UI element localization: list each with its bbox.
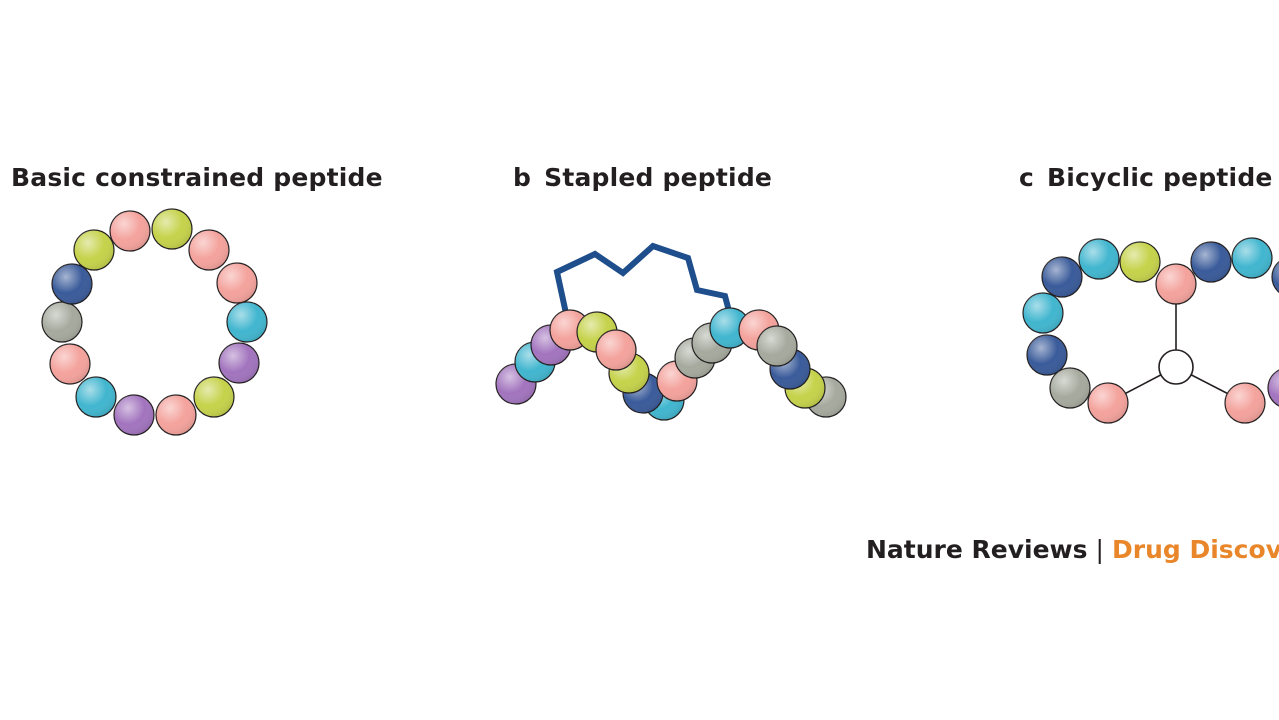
- amino-acid-bead: [1042, 257, 1082, 297]
- journal-name: Drug Discove: [1112, 535, 1279, 564]
- amino-acid-bead: [1050, 368, 1090, 408]
- amino-acid-bead: [74, 230, 114, 270]
- amino-acid-bead: [1225, 383, 1265, 423]
- stapled-peptide-chain: [496, 246, 846, 420]
- hydrocarbon-staple: [557, 246, 730, 318]
- publisher-name: Nature Reviews: [866, 535, 1088, 564]
- amino-acid-bead: [596, 330, 636, 370]
- amino-acid-bead: [1272, 257, 1279, 297]
- basic-constrained-peptide-ring: [42, 209, 267, 435]
- bicyclic-peptide: [1023, 238, 1279, 423]
- amino-acid-bead: [227, 302, 267, 342]
- amino-acid-bead: [50, 344, 90, 384]
- amino-acid-bead: [110, 211, 150, 251]
- amino-acid-bead: [114, 395, 154, 435]
- amino-acid-bead: [217, 263, 257, 303]
- scaffold-core: [1159, 350, 1193, 384]
- amino-acid-bead: [219, 343, 259, 383]
- amino-acid-bead: [1268, 368, 1279, 408]
- amino-acid-bead: [52, 264, 92, 304]
- amino-acid-bead: [1156, 264, 1196, 304]
- amino-acid-bead: [1023, 293, 1063, 333]
- amino-acid-bead: [1232, 238, 1272, 278]
- amino-acid-bead: [152, 209, 192, 249]
- amino-acid-bead: [1088, 383, 1128, 423]
- amino-acid-bead: [194, 377, 234, 417]
- amino-acid-bead: [1079, 239, 1119, 279]
- amino-acid-bead: [757, 326, 797, 366]
- credit-separator: |: [1096, 535, 1104, 564]
- amino-acid-bead: [156, 395, 196, 435]
- amino-acid-bead: [1120, 242, 1160, 282]
- amino-acid-bead: [1191, 242, 1231, 282]
- journal-credit: Nature Reviews | Drug Discove: [866, 535, 1279, 564]
- amino-acid-bead: [76, 377, 116, 417]
- amino-acid-bead: [1027, 335, 1067, 375]
- amino-acid-bead: [42, 302, 82, 342]
- amino-acid-bead: [189, 230, 229, 270]
